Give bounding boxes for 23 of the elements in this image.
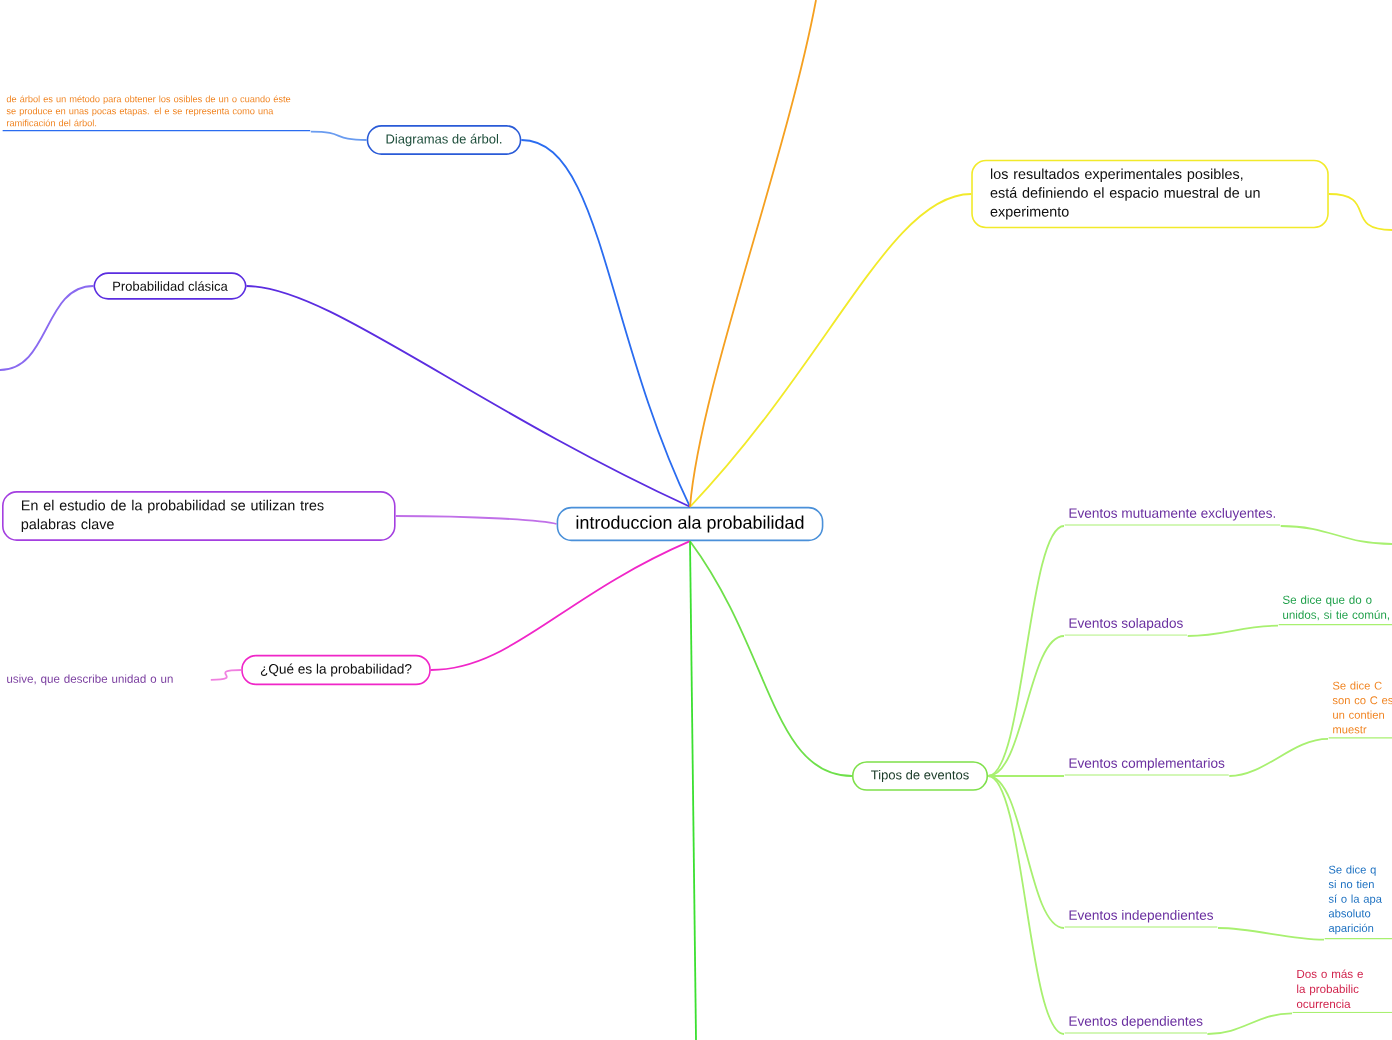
branch-line bbox=[520, 139, 691, 508]
branch-line bbox=[689, 540, 697, 1040]
branch-line bbox=[987, 635, 1065, 777]
branch-line bbox=[689, 0, 817, 508]
branch-line bbox=[1228, 737, 1329, 777]
branch-line bbox=[987, 775, 1065, 1035]
branch-line bbox=[1217, 927, 1325, 941]
branch-line bbox=[689, 540, 853, 777]
branch-line bbox=[1186, 624, 1279, 637]
branch-line bbox=[987, 525, 1065, 777]
branch-line bbox=[209, 669, 243, 681]
branch-line bbox=[1279, 525, 1392, 545]
branch-line bbox=[0, 285, 95, 371]
branch-line bbox=[309, 130, 368, 141]
branch-line bbox=[245, 285, 691, 508]
branch-line bbox=[429, 540, 691, 671]
branch-line bbox=[987, 775, 1065, 929]
branch-line bbox=[689, 193, 973, 508]
branch-line bbox=[987, 775, 1065, 777]
topic-box: introduccion ala probabilidad bbox=[556, 506, 824, 542]
branch-line bbox=[1327, 193, 1392, 231]
branch-line bbox=[1206, 1012, 1293, 1035]
branch-line bbox=[394, 515, 558, 525]
